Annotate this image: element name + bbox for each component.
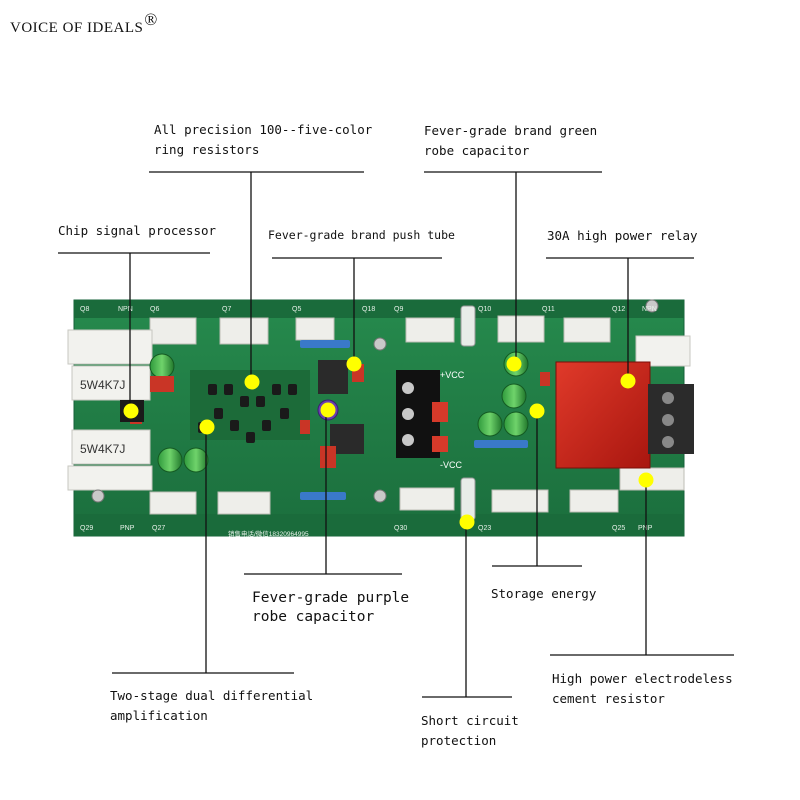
q-top-3: Q5 [292,306,301,313]
cement-res-text-1: 5W4K7J [80,378,125,392]
phone-text: 销售电话/微信18320964995 [228,529,309,538]
label-differential: Two-stage dual differential amplificatio… [110,688,314,723]
label-green-capacitor: Fever-grade brand green robe capacitor [424,123,598,158]
label-relay: 30A high power relay [547,228,698,243]
dot-short-circuit [459,514,475,530]
q-bottom-0: Q29 [80,525,93,532]
label-storage-energy: Storage energy [491,586,597,601]
label-push-tube: Fever-grade brand push tube [268,228,455,242]
relay-body [555,361,651,469]
q-top-7: Q11 [542,306,555,313]
dot-chip-processor [123,403,139,419]
label-precision-resistors: All precision 100--five-color ring resis… [154,122,373,157]
dot-precision-resistors [244,374,260,390]
q-top-6: Q10 [478,306,491,313]
dot-purple-capacitor [320,402,336,418]
vcc-bottom-text: -VCC [440,460,462,470]
label-chip-processor: Chip signal processor [58,223,217,238]
dot-differential [199,419,215,435]
highlight-dots [123,356,654,530]
vcc-top-text: +VCC [440,370,465,380]
registered-mark: ® [144,10,158,29]
npn-right: NPN [642,306,657,313]
q-top-1: Q6 [150,306,159,313]
brand-logo: VOICE OF IDEALS® [10,10,158,40]
label-cement-resistor: High power electrodeless cement resistor [552,671,733,706]
dot-cement-resistor [638,472,654,488]
brand-name: VOICE OF IDEALS [10,20,144,36]
q-bottom-2: Q30 [394,525,407,532]
leader-lines [58,171,734,698]
q-top-0: Q8 [80,306,89,313]
pcb-bottom-strip [74,514,684,536]
q-top-5: Q9 [394,306,403,313]
dot-relay [620,373,636,389]
dot-push-tube [346,356,362,372]
cement-resistor-right-top [635,335,691,367]
driver-transistors: +VCC -VCC [396,370,465,470]
pnp-left: PNP [120,525,135,532]
npn-left: NPN [118,306,133,313]
q-bottom-3: Q23 [478,525,491,532]
dot-storage-energy [529,403,545,419]
mounting-holes [91,299,659,503]
cement-res-text-2: 5W4K7J [80,442,125,456]
fuses [460,305,476,521]
output-terminal [648,384,694,454]
top-transistors [149,315,611,345]
q-top-8: Q12 [612,306,625,313]
q-bottom-1: Q27 [152,525,165,532]
dot-green-capacitor [506,356,522,372]
power-resistors [300,340,528,500]
heatsinks [318,360,364,454]
q-top-2: Q7 [222,306,231,313]
label-short-circuit: Short circuit protection [421,713,519,748]
q-bottom-4: Q25 [612,525,625,532]
pcb-top-strip [74,300,684,318]
q-top-4: Q18 [362,306,375,313]
label-purple-capacitor: Fever-grade purple robe capacitor [252,590,410,625]
